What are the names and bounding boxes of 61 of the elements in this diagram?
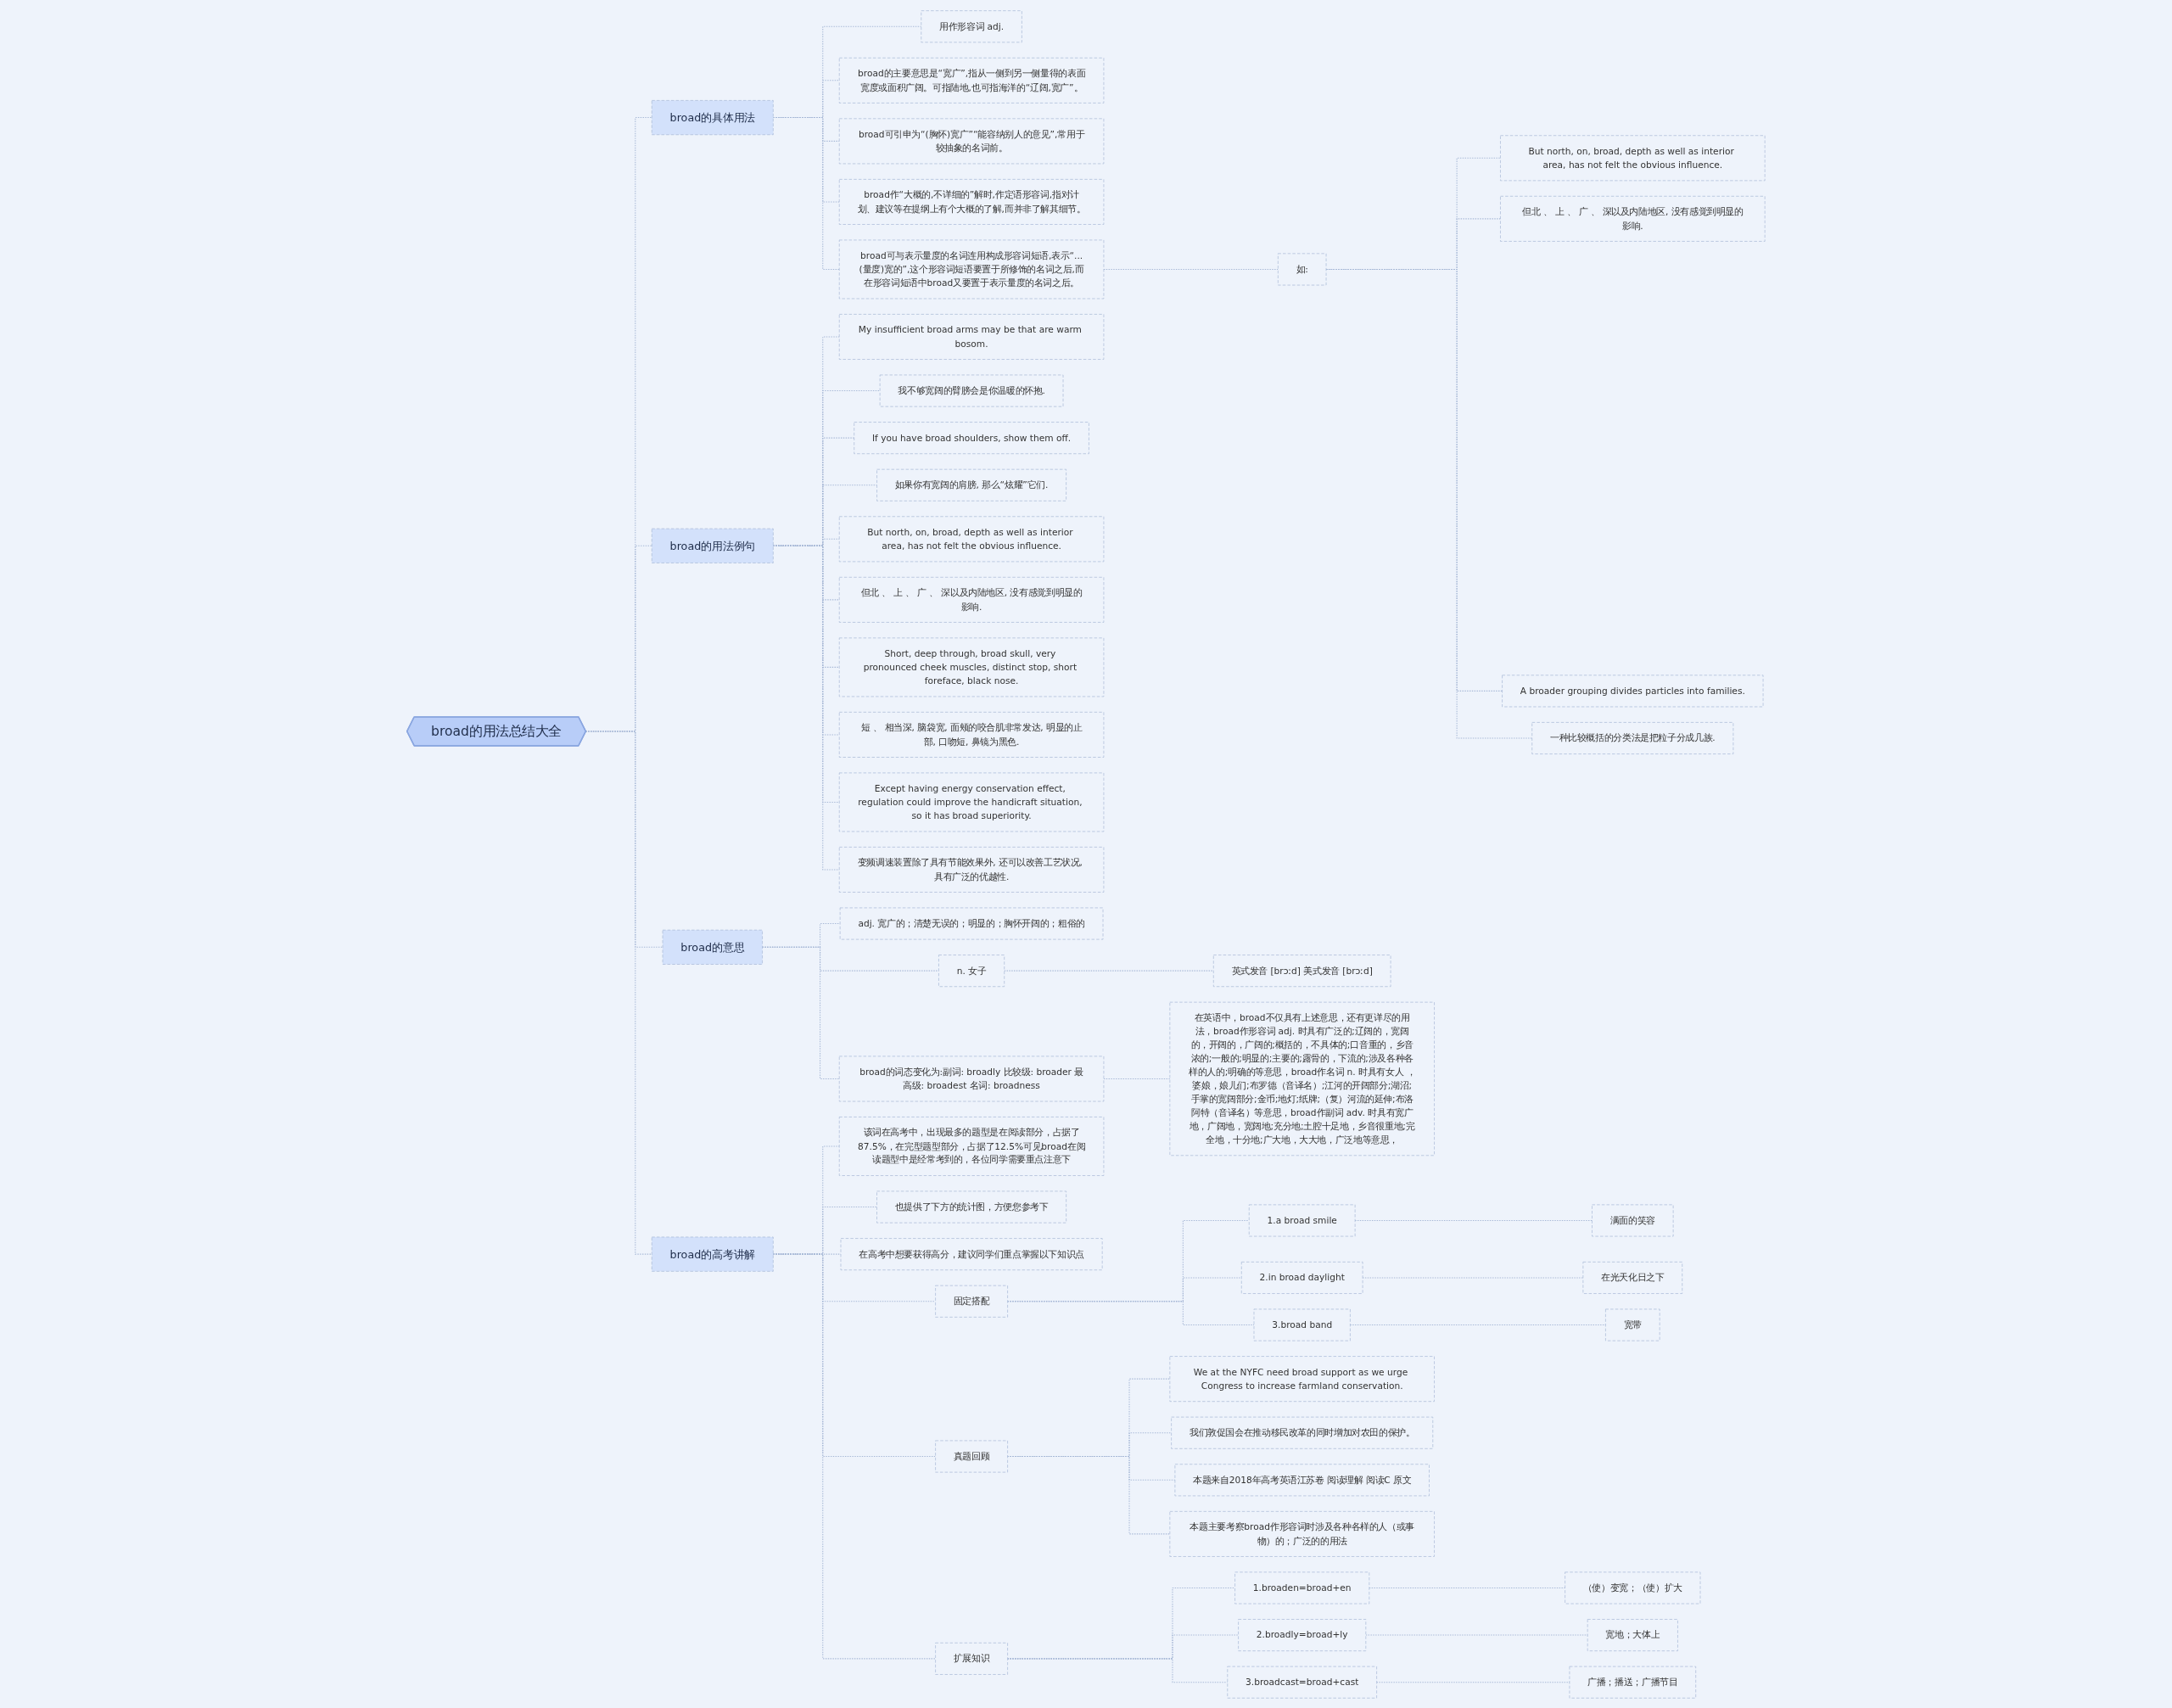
node-box: 本题来自2018年高考英语江苏卷 阅读理解 阅读C 原文 <box>1174 1463 1430 1496</box>
node-box: 1.a broad smile <box>1249 1204 1356 1236</box>
node-box: 如果你有宽阔的肩膀, 那么“炫耀”它们. <box>876 468 1067 501</box>
node-box: 固定搭配 <box>935 1285 1009 1318</box>
node-box: 在高考中想要获得高分，建议同学们重点掌握以下知识点 <box>840 1237 1103 1270</box>
node-box: adj. 宽广的；清楚无误的；明显的；胸怀开阔的；粗俗的 <box>839 907 1104 939</box>
connector <box>762 946 840 1079</box>
node-box: 宽带 <box>1605 1308 1660 1341</box>
node-box: broad的意思 <box>662 929 763 965</box>
node-box: broad的词态变化为:副词: broadly 比较级: broader 最高级: broadest 名词: broadness <box>838 1056 1105 1101</box>
node-box: broad可引申为“(胸怀)宽广”“能容纳别人的意见”,常用于较抽象的名词前。 <box>838 118 1105 164</box>
connector <box>772 545 840 870</box>
node-box: 变频调速装置除了具有节能效果外, 还可以改善工艺状况, 具有广泛的优越性. <box>838 846 1105 893</box>
node-box: We at the NYFC need broad support as we urge Congress to increase farmland conservation. <box>1169 1355 1435 1402</box>
node-box: A broader grouping divides particles into families. <box>1502 674 1764 707</box>
node-box: But north, on, broad, depth as well as interior area, has not felt the obvious influence. <box>1500 134 1766 181</box>
node-box: If you have broad shoulders, show them off. <box>854 421 1089 454</box>
node-box: broad的高考讲解 <box>652 1236 774 1272</box>
node-box: 在光天化日之下 <box>1582 1261 1683 1294</box>
node-box: 短 、 相当深, 脑袋宽, 面颊的咬合肌非常发达, 明显的止部, 口吻短, 鼻镜为黑色. <box>838 711 1105 758</box>
node-box: 1.broaden=broad+en <box>1234 1571 1370 1604</box>
connector <box>1103 268 1279 270</box>
node-box: 扩展知识 <box>935 1642 1009 1675</box>
node-box: 真题回顾 <box>935 1440 1009 1472</box>
node-box: But north, on, broad, depth as well as interior area, has not felt the obvious influence. <box>838 515 1105 562</box>
node-box: 2.broadly=broad+ly <box>1238 1618 1367 1651</box>
node-box: My insufficient broad arms may be that are warm bosom. <box>838 313 1105 360</box>
connector <box>1376 1681 1570 1683</box>
node-box: 用作形容词 adj. <box>921 9 1022 42</box>
node-box: Short, deep through, broad skull, very pronounced cheek muscles, distinct stop, short foreface, black nose. <box>838 637 1105 697</box>
node-box: 该词在高考中，出现最多的题型是在阅读部分，占据了87.5%，在完型题型部分，占据了12.5%可见broad在阅读题型中是经常考到的，各位同学需要重点注意下 <box>838 1116 1105 1176</box>
node-box: 满面的笑容 <box>1592 1204 1674 1236</box>
connector <box>772 116 840 270</box>
node-box: 我们敦促国会在推动移民改革的同时增加对农田的保护。 <box>1171 1416 1434 1449</box>
node-box: broad的用法例句 <box>652 528 774 563</box>
node-box: 一种比较概括的分类法是把粒子分成几族. <box>1531 721 1734 754</box>
node-box: broad的具体用法 <box>652 99 774 135</box>
node-box: 我不够宽阔的臂膀会是你温暖的怀抱. <box>879 374 1064 406</box>
node-box: 2.in broad daylight <box>1241 1261 1363 1294</box>
connector <box>1007 1300 1255 1325</box>
connector <box>1004 970 1214 972</box>
node-box: 3.broad band <box>1253 1308 1351 1341</box>
node-box: 英式发音 [brɔːd] 美式发音 [brɔːd] <box>1213 954 1391 987</box>
connector <box>772 1253 937 1659</box>
connector <box>1007 1657 1229 1683</box>
node-box: n. 女子 <box>938 954 1005 987</box>
node-box: 也提供了下方的统计图，方便您参考下 <box>876 1190 1067 1223</box>
connector <box>1007 1455 1171 1534</box>
node-box: 宽地；大体上 <box>1587 1618 1678 1651</box>
node-box: broad可与表示量度的名词连用构成形容词短语,表示“...(量度)宽的”,这个形容词短语要置于所修饰的名词之后,而在形容词短语中broad又要置于表示量度的名词之后。 <box>838 239 1105 299</box>
node-box: broad的主要意思是“宽广”,指从一侧到另一侧量得的表面宽度或面积广阔。可指陆地,也可指海洋的“辽阔,宽广”。 <box>838 57 1105 104</box>
node-box: Except having energy conservation effect, regulation could improve the handicraft situation, so it has broad superiority. <box>838 772 1105 832</box>
node-box: （使）变宽；（使）扩大 <box>1565 1571 1701 1604</box>
node-box: 如: <box>1278 253 1327 285</box>
node-box: 3.broadcast=broad+cast <box>1227 1666 1378 1699</box>
node-box: 本题主要考察broad作形容词时涉及各种各样的人（或事物）的；广泛的的用法 <box>1169 1510 1435 1557</box>
node-box: 但北 、 上 、 广 、 深以及内陆地区, 没有感觉到明显的影响. <box>1500 195 1766 242</box>
node-box: 广播；播送；广播节目 <box>1569 1666 1697 1699</box>
node-box: 在英语中，broad不仅具有上述意思，还有更详尽的用法，broad作形容词 adj. 时具有广泛的;辽阔的，宽阔的，开阔的，广阔的;概括的，不具体的;口音重的，乡音浓的;一般的;明显的;主要的;露骨的，下流的;涉及各种各样的人的;明确的等意思，broad作名词 n. 时具有女人 ，婆娘，娘儿们;布罗德（音译名）;江河的开阔部分;湖沼;手掌的宽阔部分;金币;地灯;纸牌;（复）河流的延伸;布洛阿特（音译名）等意思，broad作副词 adv. 时具有宽广地，广阔地，宽阔地;充分地;土腔十足地，乡音很重地;完全地，十分地;广大地，大大地，广泛地等意思， <box>1169 1001 1435 1156</box>
node-box: broad作“大概的,不详细的”解时,作定语形容词,指对计划、建议等在提纲上有个大概的了解,而并非了解其细节。 <box>838 178 1105 225</box>
node-box: 但北 、 上 、 广 、 深以及内陆地区, 没有感觉到明显的影响. <box>838 576 1105 623</box>
